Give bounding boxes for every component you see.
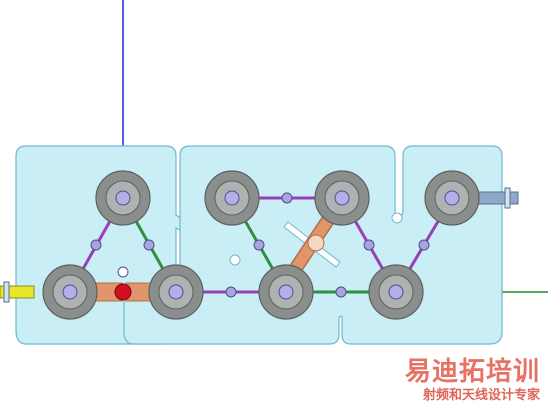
tuning-hole-left[interactable] [229, 254, 241, 266]
resonator-7[interactable] [368, 264, 424, 320]
coupling-node-icon[interactable] [90, 239, 102, 251]
watermark: 易迪拓培训 射频和天线设计专家 [370, 357, 540, 413]
probe-disk-icon [307, 234, 325, 252]
coupling-node-icon[interactable] [253, 239, 265, 251]
coupling-node-icon[interactable] [117, 266, 129, 278]
coupling-node-icon[interactable] [281, 192, 293, 204]
output-flange [504, 187, 511, 209]
resonator-6[interactable] [314, 170, 370, 226]
coupling-nodes[interactable] [90, 192, 430, 298]
port-probes[interactable] [0, 187, 519, 303]
resonators[interactable] [42, 170, 480, 320]
resonator-8[interactable] [424, 170, 480, 226]
coupling-node-icon[interactable] [143, 239, 155, 251]
input-flange [3, 281, 10, 303]
coupling-node-icon[interactable] [225, 286, 237, 298]
resonator-4[interactable] [204, 170, 260, 226]
coupling-node-icon[interactable] [335, 286, 347, 298]
coupling-node-icon[interactable] [363, 239, 375, 251]
resonator-3[interactable] [148, 264, 204, 320]
resonator-5[interactable] [258, 264, 314, 320]
port-junction-icon [114, 283, 132, 301]
coupling-node-icon[interactable] [418, 239, 430, 251]
resonator-1[interactable] [95, 170, 151, 226]
tuning-hole-right[interactable] [391, 212, 403, 224]
watermark-title: 易迪拓培训 [404, 357, 540, 387]
output-feed[interactable] [473, 191, 519, 205]
resonator-2[interactable] [42, 264, 98, 320]
watermark-subtitle: 射频和天线设计专家 [422, 388, 540, 403]
